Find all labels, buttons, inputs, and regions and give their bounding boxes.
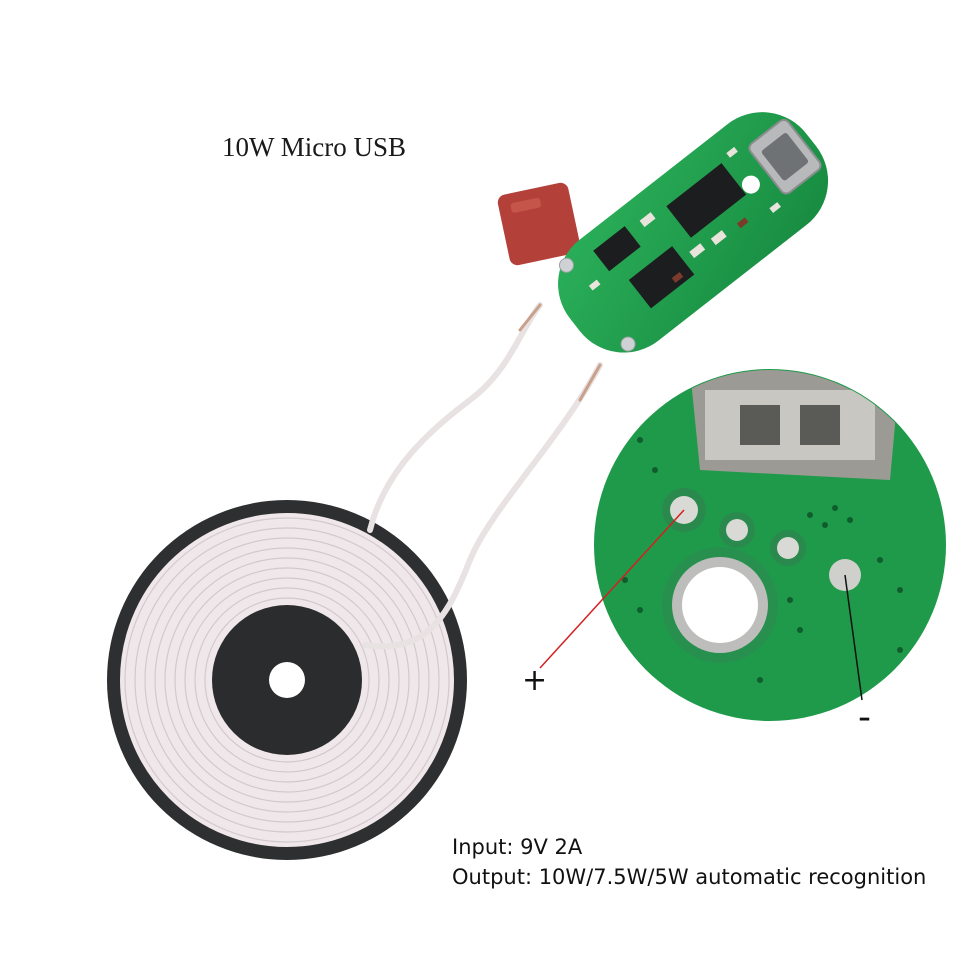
coil-assembly xyxy=(107,500,467,860)
minus-leader-line xyxy=(844,574,863,701)
input-spec: Input: 9V 2A xyxy=(452,835,583,859)
plus-leader-line xyxy=(539,509,685,669)
coil-center-hole xyxy=(269,662,305,698)
positive-terminal-label: + xyxy=(522,663,548,698)
ic-chip xyxy=(628,246,695,309)
pcb-board xyxy=(558,112,829,353)
wire-tinned-ends xyxy=(518,303,602,402)
spec-block: Input: 9V 2A Output: 10W/7.5W/5W automat… xyxy=(452,832,926,892)
ic-chip xyxy=(666,163,747,238)
ic-chip xyxy=(593,226,641,272)
product-title: 10W Micro USB xyxy=(222,132,407,162)
zoom-detail xyxy=(594,369,946,721)
capacitor xyxy=(497,182,581,266)
lead-wires xyxy=(362,302,603,650)
output-spec: Output: 10W/7.5W/5W automatic recognitio… xyxy=(452,865,927,889)
negative-terminal-label: - xyxy=(858,697,871,738)
